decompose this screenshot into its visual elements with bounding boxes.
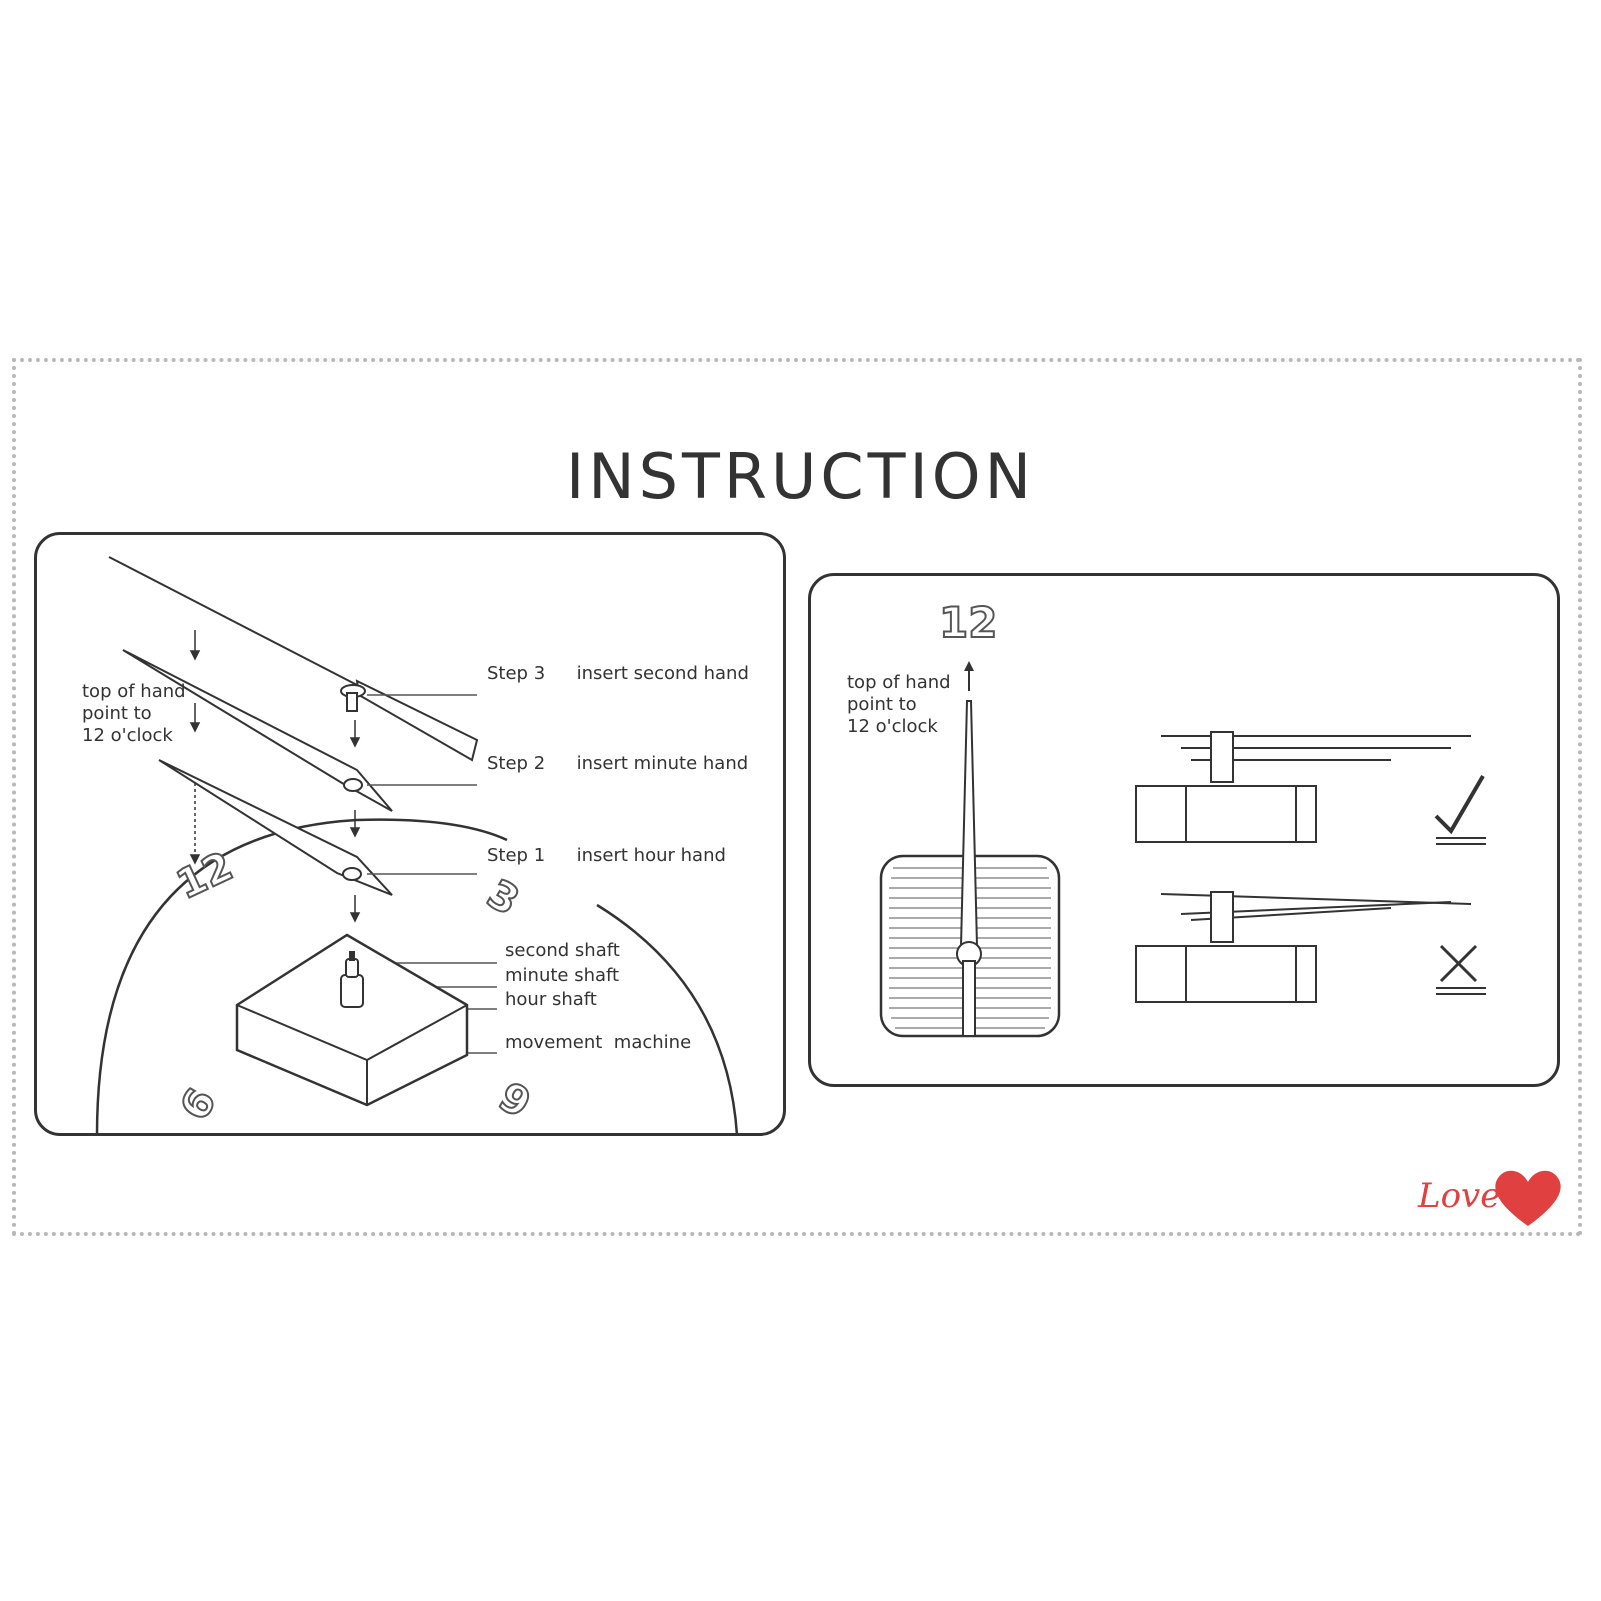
hour-shaft-label: hour shaft	[505, 989, 597, 1010]
note-line: point to	[82, 703, 152, 724]
note-line: 12 o'clock	[847, 716, 938, 737]
step2-label: Step 2 insert minute hand	[487, 753, 748, 775]
dial-number-12-right: 12	[938, 597, 998, 648]
alignment-diagram	[879, 661, 1486, 1038]
step-number: Step 1	[487, 845, 546, 866]
top-of-hand-note-right: top of hand point to 12 o'clock	[847, 672, 1007, 738]
note-line: 12 o'clock	[82, 725, 173, 746]
second-hand	[108, 556, 479, 762]
movement-machine-label: movement machine	[505, 1032, 692, 1053]
step-action: insert second hand	[576, 663, 749, 684]
step1-label: Step 1 insert hour hand	[487, 845, 726, 867]
dial-arc-right	[596, 903, 739, 1136]
note-line: top of hand	[82, 681, 186, 702]
correct-alignment-view	[1135, 731, 1486, 845]
top-of-hand-note: top of hand point to 12 o'clock	[82, 681, 242, 747]
step3-label: Step 3 insert second hand	[487, 663, 749, 685]
minute-shaft-label: minute shaft	[505, 965, 620, 986]
second-shaft-label: second shaft	[505, 940, 620, 961]
assembly-arrows	[189, 630, 361, 923]
movement-front	[879, 661, 1061, 1038]
right-instruction-panel: 12 top of hand point to 12 o'clock	[808, 573, 1560, 1087]
step-number: Step 3	[487, 663, 546, 684]
note-line: top of hand	[847, 672, 951, 693]
minute-hand	[122, 649, 393, 812]
movement-machine	[235, 933, 469, 1107]
heart-icon	[1495, 1170, 1561, 1226]
hour-hand	[158, 759, 393, 896]
incorrect-alignment-view	[1135, 891, 1486, 1003]
assembly-diagram	[95, 556, 739, 1136]
page-title: INSTRUCTION	[566, 440, 1035, 513]
left-instruction-panel: top of hand point to 12 o'clock Step 3 i…	[34, 532, 786, 1136]
step-action: insert minute hand	[576, 753, 749, 774]
love-watermark: Love	[1418, 1176, 1501, 1216]
step-action: insert hour hand	[576, 845, 726, 866]
note-line: point to	[847, 694, 917, 715]
step-number: Step 2	[487, 753, 546, 774]
